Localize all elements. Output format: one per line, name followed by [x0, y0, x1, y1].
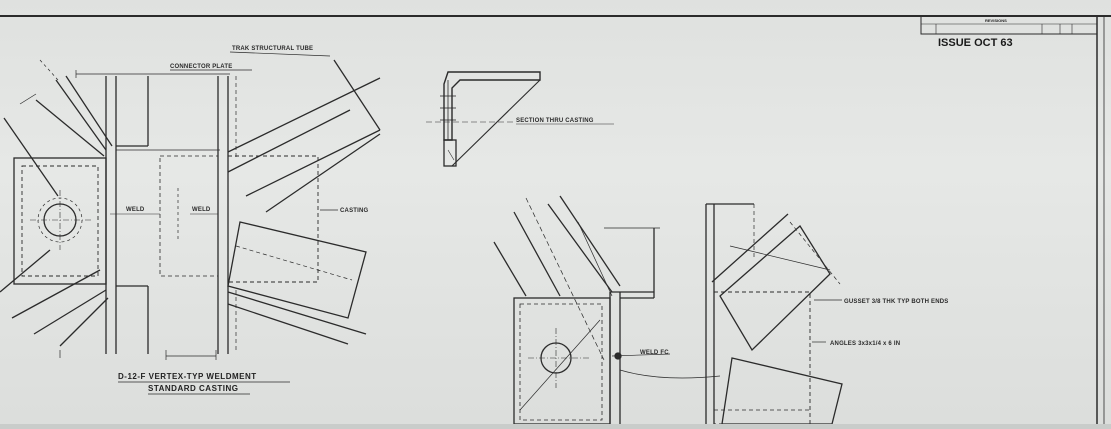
label-structural-tube: TRAK STRUCTURAL TUBE	[232, 46, 313, 52]
label-gusset: GUSSET 3/8 THK TYP BOTH ENDS	[844, 299, 949, 305]
tube-lower-left	[0, 249, 51, 293]
casting-section-profile	[443, 71, 541, 141]
issue-date-stamp: ISSUE OCT 63	[938, 37, 1013, 49]
label-section-thru-casting: SECTION THRU CASTING	[516, 118, 594, 124]
casting-block-b	[513, 297, 611, 425]
label-connector-plate: CONNECTOR PLATE	[170, 64, 232, 70]
drawing-a-title-line1: D-12-F VERTEX-TYP WELDMENT	[118, 372, 257, 381]
tube-lower-right	[227, 221, 367, 319]
label-weld-b: WELD FC	[640, 350, 669, 356]
label-weld-right: WELD	[192, 207, 211, 213]
tube-b-upper-left	[493, 241, 527, 297]
drawing-a-weldment	[0, 51, 381, 360]
label-weld-left: WELD	[126, 207, 145, 213]
gusset-plate	[719, 225, 831, 352]
tube-upper-left	[3, 117, 59, 197]
angle-member	[721, 357, 843, 425]
revisions-header: REVISIONS	[985, 18, 1007, 23]
drawing-a-title-line2: STANDARD CASTING	[148, 384, 239, 393]
label-casting: CASTING	[340, 208, 369, 214]
revision-block	[920, 15, 1098, 35]
label-angles: ANGLES 3x3x1/4 x 6 IN	[830, 341, 900, 347]
section-casting-view	[426, 71, 541, 167]
drawing-b-weldment	[493, 195, 843, 425]
casting-block-right	[227, 155, 319, 283]
